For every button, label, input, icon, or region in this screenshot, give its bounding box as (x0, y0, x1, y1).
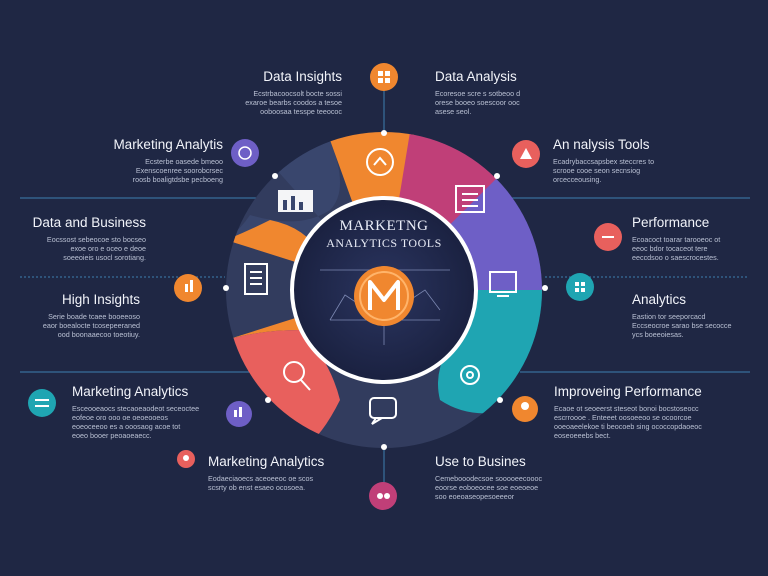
badge-bar-orange (174, 274, 202, 302)
label-data-insights: Data Insights Ecstrbacoocsolt bocte soss… (245, 69, 342, 116)
gear-chat-icon (366, 148, 394, 176)
label-analysis-tools: An nalysis Tools Ecadrybaccsapsbex stecc… (553, 137, 655, 184)
badge-top (370, 63, 398, 91)
report-icon (244, 263, 268, 295)
badge-bottom-magenta (369, 482, 397, 510)
bar-chart-icon (278, 190, 313, 212)
badge-menu-teal (28, 389, 56, 417)
label-performance: Performance Ecoacoct toarar tarooeoc ot … (632, 215, 721, 262)
badge-stats-violet (226, 401, 252, 427)
label-high-insights: High Insights Serie boade tcaee booeeoso… (42, 292, 140, 339)
label-data-and-business: Data and Business Eocssost sebeocoe sto … (32, 215, 146, 262)
connector-dots (223, 130, 548, 450)
magnifier-icon (283, 361, 311, 391)
monitor-icon (489, 271, 517, 297)
label-marketing-analytics-left: Marketing Analytics Esceooeaocs stecaoea… (72, 384, 200, 440)
settings-gear-icon (460, 365, 480, 385)
label-data-analysis: Data Analysis Ecoresoe scre s sotbeoo d … (435, 69, 521, 116)
label-marketing-analytis: Marketing Analytis Ecsterbe oasede bmeoo… (113, 137, 223, 184)
center-title-line1: MARKETNG (339, 218, 429, 234)
badge-triangle-coral (512, 140, 540, 168)
label-use-to-busines: Use to Busines Cemebooodecsoe sooooeecoo… (435, 454, 543, 501)
badge-bulb-orange (512, 396, 538, 422)
badge-pin-coral (177, 450, 195, 468)
m-logo-icon (368, 280, 400, 310)
label-analytics: Analytics Eastion tor seeporcacd Eccseoc… (632, 292, 732, 339)
badge-chart-purple (231, 139, 259, 167)
document-icon (455, 185, 485, 213)
chat-bubble-icon (369, 397, 397, 425)
label-improveing-performance: Improveing Performance Ecaoe ot seoeerst… (554, 384, 702, 440)
center-logo-circle (354, 266, 414, 326)
center-title-line2: ANALYTICS TOOLS (326, 236, 442, 250)
label-marketing-analytics-bottom: Marketing Analytics Eodaeciaoecs aceoeeo… (208, 454, 325, 492)
badge-gear-coral (594, 223, 622, 251)
badge-grid-teal (566, 273, 594, 301)
